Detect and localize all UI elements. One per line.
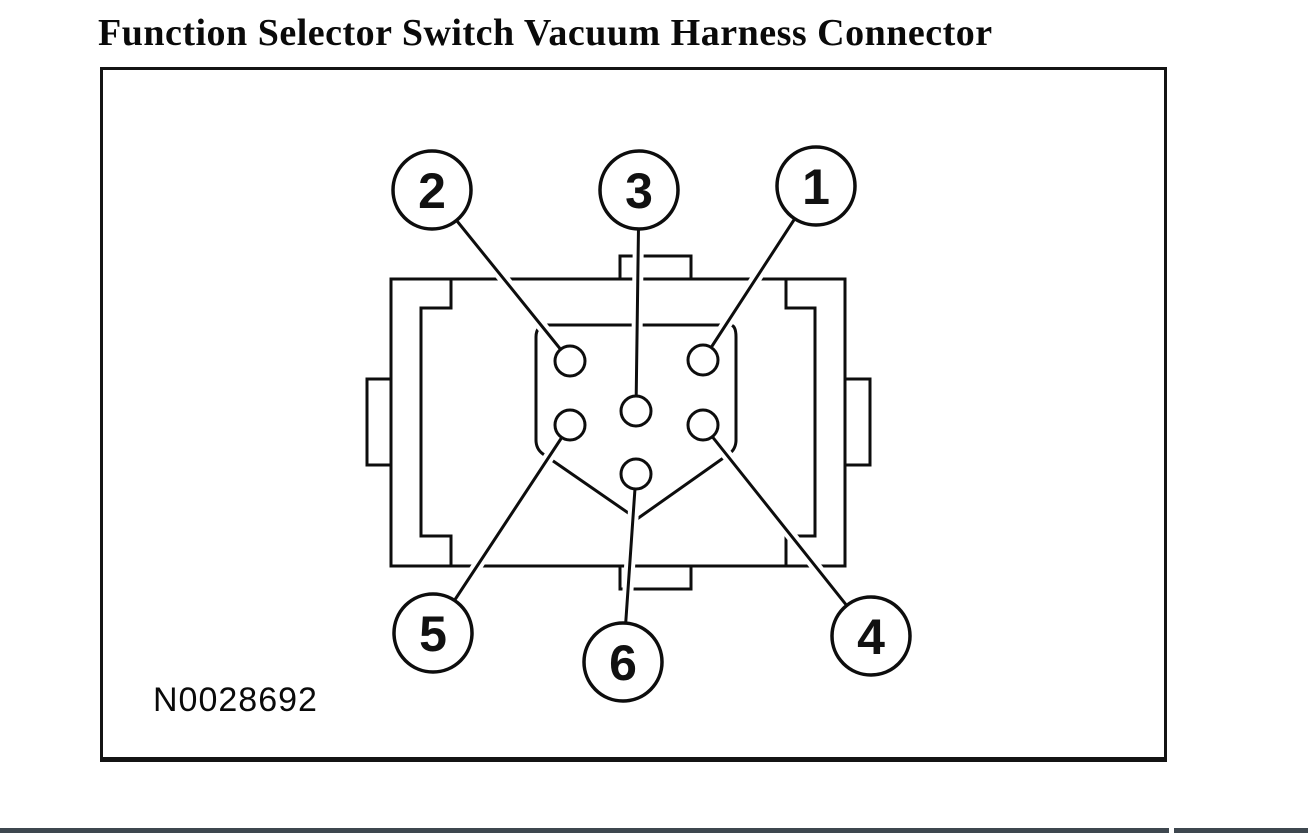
- callout-circle-2: [391, 149, 473, 231]
- callout-circle-4: [830, 595, 912, 677]
- connector-left-side-tab: [365, 377, 393, 467]
- pin-2: [553, 344, 587, 378]
- connector-left-inner-wall: [419, 277, 453, 568]
- callout-circle-1: [775, 145, 857, 227]
- callout-leader-4: [698, 421, 876, 640]
- connector-right-side-tab: [843, 377, 872, 467]
- connector-body: [365, 254, 872, 591]
- connector-bottom-tab: [618, 564, 693, 591]
- pin-1: [686, 343, 720, 377]
- callout-6: 6: [582, 621, 664, 703]
- callout-1: 1: [775, 145, 857, 227]
- pin-4: [686, 408, 720, 442]
- callout-number-4: 4: [857, 609, 885, 665]
- callout-number-3: 3: [625, 163, 653, 219]
- bottom-divider-bar-left: [0, 828, 1169, 833]
- connector-right-inner-wall: [784, 277, 817, 568]
- leader-stroke: [431, 423, 572, 635]
- connector-pins: [553, 343, 720, 491]
- callout-5: 5: [392, 592, 474, 674]
- pin-6: [619, 457, 653, 491]
- callout-number-1: 1: [802, 159, 830, 215]
- callout-3: 3: [598, 149, 680, 231]
- callout-circle-6: [582, 621, 664, 703]
- callout-circle-3: [598, 149, 680, 231]
- leader-stroke: [701, 423, 873, 638]
- connector-top-tab: [618, 254, 693, 281]
- bottom-divider-bar-right: [1174, 828, 1308, 833]
- pin-3: [619, 394, 653, 428]
- pin-5: [553, 408, 587, 442]
- callout-number-2: 2: [418, 163, 446, 219]
- callout-4: 4: [830, 595, 912, 677]
- callout-number-5: 5: [419, 606, 447, 662]
- figure-image-number: N0028692: [153, 681, 318, 719]
- connector-diagram: 2 3 1 5 6 4: [365, 145, 912, 703]
- callout-number-6: 6: [609, 635, 637, 691]
- callout-circle-5: [392, 592, 474, 674]
- figure-title: Function Selector Switch Vacuum Harness …: [98, 12, 993, 54]
- callout-2: 2: [391, 149, 473, 231]
- connector-shell: [389, 277, 847, 568]
- callout-balloons: 2 3 1 5 6 4: [391, 145, 912, 703]
- figure-border-box: 2 3 1 5 6 4 N0028692: [100, 67, 1167, 762]
- callout-leader-5: [428, 421, 575, 637]
